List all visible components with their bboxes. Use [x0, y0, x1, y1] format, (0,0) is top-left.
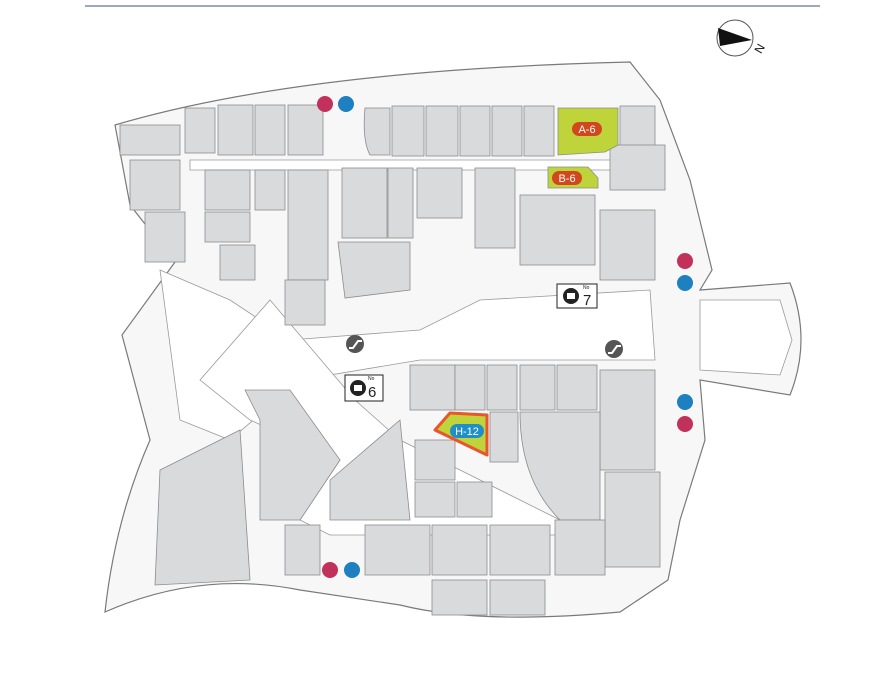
restroom-bottom [322, 562, 360, 578]
elevator-no-label: No [583, 285, 590, 291]
female-restroom-icon [677, 416, 693, 432]
restroom-top [317, 96, 354, 112]
compass-arrow-icon [718, 28, 752, 46]
shop-b6[interactable]: B-6 [547, 166, 599, 189]
female-restroom-icon [317, 96, 333, 112]
male-restroom-icon [677, 394, 693, 410]
compass-north-label: N [751, 41, 767, 56]
shop-h12[interactable]: H-12 [433, 411, 489, 457]
male-restroom-icon [344, 562, 360, 578]
male-restroom-icon [677, 275, 693, 291]
shop-h12-label: H-12 [455, 426, 479, 438]
male-restroom-icon [338, 96, 354, 112]
escalator-icon [346, 335, 364, 353]
elevator-number: 7 [583, 292, 591, 309]
compass: N [716, 19, 768, 57]
restroom-right-upper [677, 253, 693, 291]
corridors [159, 159, 793, 536]
elevator-number: 6 [368, 384, 376, 401]
shops [119, 104, 666, 616]
shop-a6-label: A-6 [578, 124, 595, 136]
shop-b6-label: B-6 [558, 173, 575, 185]
escalator-icon [605, 340, 623, 358]
elevator-no-label: No [368, 376, 375, 382]
female-restroom-icon [677, 253, 693, 269]
restroom-right-lower [677, 394, 693, 432]
elevator-6[interactable]: No 6 [344, 374, 384, 402]
female-restroom-icon [322, 562, 338, 578]
elevator-7[interactable]: No 7 [556, 283, 598, 309]
shop-a6[interactable]: A-6 [557, 107, 619, 156]
